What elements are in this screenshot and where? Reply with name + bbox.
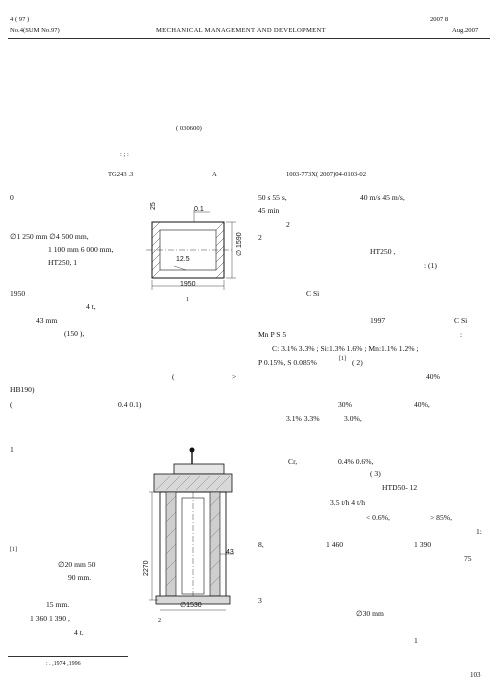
body-text: 0.4% 0.6%, <box>338 457 374 466</box>
section-heading-3: 3 <box>258 596 262 605</box>
body-text: 2 <box>286 220 290 229</box>
body-text: 43 mm <box>36 316 58 325</box>
journal-title: MECHANICAL MANAGEMENT AND DEVELOPMENT <box>156 27 326 34</box>
body-text: (150 ), <box>64 329 85 338</box>
footnote-rule <box>8 656 128 657</box>
affiliation: ( 030600) <box>176 125 202 132</box>
keyword-marks: : ; : <box>120 151 129 158</box>
body-text: 1950 <box>10 289 26 298</box>
body-text: 30% <box>338 400 352 409</box>
body-text: C Si <box>454 316 468 325</box>
figure-2-drawing <box>149 447 234 611</box>
fig1-dim-25: 25 <box>150 202 157 210</box>
body-text: 8, <box>258 540 264 549</box>
body-text: 50 s 55 s, <box>258 193 287 202</box>
body-text: HTD50- 12 <box>382 483 418 492</box>
classification-number: TG243 .3 <box>108 171 134 178</box>
page-number: 103 <box>470 671 481 679</box>
composition-line: C: 3.1% 3.3% ; Si:1.3% 1.6% ; Mn:1.1% 1.… <box>272 344 419 353</box>
body-text: ∅30 mm <box>356 609 384 618</box>
fig1-dim-top: 0.1 <box>194 206 204 213</box>
fig2-dim-height: 2270 <box>143 560 150 576</box>
body-text: Mn P S 5 <box>258 330 287 339</box>
section-heading-2: 2 <box>258 233 262 242</box>
body-text: < 0.6%, <box>366 513 390 522</box>
reference-mark: [1] <box>339 356 346 362</box>
body-text: ( 2) <box>352 358 363 367</box>
header-date: 2007 8 <box>430 16 449 23</box>
header-issue: 4 ( 97 ) <box>10 16 30 23</box>
header-rule <box>8 38 490 39</box>
body-text: ( <box>10 400 13 409</box>
body-text: 40 m/s 45 m/s, <box>360 193 405 202</box>
body-text: HT250 , <box>370 247 396 256</box>
header-date-english: Aug.2007 <box>452 27 479 34</box>
body-text: C Si <box>306 289 320 298</box>
body-text: > <box>232 372 237 381</box>
body-text: 1 360 1 390 , <box>30 614 70 623</box>
fig1-dim-12-5: 12.5 <box>176 256 190 263</box>
section-heading-1: 1 <box>10 445 14 454</box>
author-footnote: : . ,1974 ,1996 <box>46 661 81 667</box>
body-text: ∅20 mm 50 <box>58 560 96 569</box>
body-text: 1: <box>476 527 482 536</box>
header-issue-english: No.4(SUM No.97) <box>10 27 60 34</box>
body-text: Cr, <box>288 457 298 466</box>
body-text: 3.1% 3.3% <box>286 414 320 423</box>
figure-1-caption: 1 <box>186 297 189 303</box>
body-text: 1 390 <box>414 540 432 549</box>
section-heading-0: 0 <box>10 193 14 202</box>
body-text: : <box>460 330 463 339</box>
body-text: 4 t. <box>74 628 84 637</box>
body-text: > 85%, <box>430 513 452 522</box>
document-code: A <box>212 171 217 178</box>
fig2-dim-diameter: ∅1530 <box>180 602 202 609</box>
article-number: 1003-773X( 2007)04-0103-02 <box>286 171 367 178</box>
body-text: 4 t, <box>86 302 96 311</box>
body-text: 40% <box>426 372 440 381</box>
figure-2-caption: 2 <box>158 618 161 624</box>
body-text: HT250, 1 <box>48 258 78 267</box>
body-text: 1 <box>414 636 418 645</box>
body-text: 40%, <box>414 400 430 409</box>
figure-1-drawing <box>146 210 236 290</box>
body-text: HB190) <box>10 385 35 394</box>
body-text: 0.4 0.1) <box>118 400 142 409</box>
fig1-dim-length: 1950 <box>180 281 196 288</box>
body-text: 1 100 mm 6 000 mm, <box>48 245 114 254</box>
body-text: 1 460 <box>326 540 344 549</box>
body-text: ( 3) <box>370 469 381 478</box>
body-text: ∅1 250 mm ∅4 500 mm, <box>10 232 89 241</box>
reference-mark: [1] <box>10 547 17 553</box>
body-text: 3.5 t/h 4 t/h <box>330 498 366 507</box>
body-text: 90 mm. <box>68 573 92 582</box>
fig2-dim-wall: 43 <box>226 549 234 556</box>
fig1-dim-diameter: ∅ 1590 <box>236 232 243 256</box>
body-text: : (1) <box>424 261 437 270</box>
body-text: ( <box>172 372 175 381</box>
body-text: 15 mm. <box>46 600 70 609</box>
body-text: 1997 <box>370 316 386 325</box>
body-text: 3.0%, <box>344 414 362 423</box>
composition-line: P 0.15%, S 0.085% <box>258 358 317 367</box>
body-text: 45 min <box>258 206 280 215</box>
body-text: 75 <box>464 554 472 563</box>
